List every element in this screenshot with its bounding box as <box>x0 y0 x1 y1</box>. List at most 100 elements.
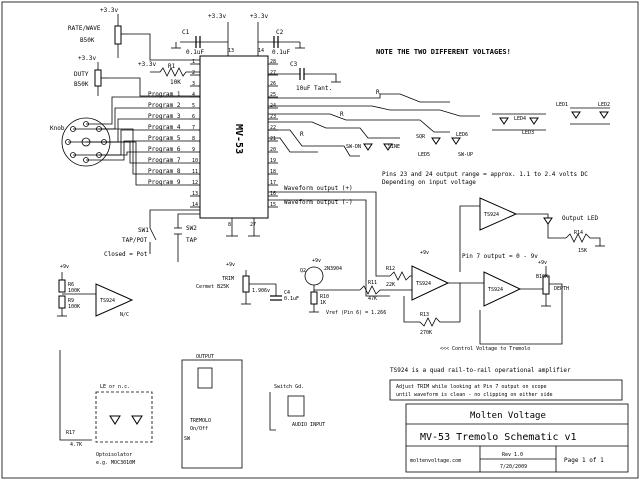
r13-value: 270K <box>420 330 432 336</box>
ic-right-pin-number: 28 <box>270 59 276 65</box>
le-label: LE or n.c. <box>100 384 130 390</box>
ic-bottom-pin-a: 8 <box>228 222 231 228</box>
led-sqr: SQR LED6 LED5 SW-UP <box>416 132 473 158</box>
switch-sw1: SW1 TAP/POT Closed = Pot <box>104 209 200 258</box>
trim-v9-label: +9v <box>226 262 235 268</box>
led-bank-mid: LED4 LED3 <box>492 113 546 136</box>
ic-left-pin: 10 Program 7 <box>148 157 200 164</box>
ic-top-pin-a: 13 <box>228 48 234 54</box>
ic-right-pin: 20 <box>268 147 278 153</box>
output-jack-label: OUTPUT <box>196 354 214 360</box>
opamp-depth-stage: TS924 +9v B10K DEPTH <<< Control Voltage… <box>440 260 569 352</box>
ic-left-pin-number: 8 <box>192 136 195 142</box>
led4-label: LED4 <box>514 116 526 122</box>
ic-left-pin-number: 12 <box>192 180 198 186</box>
r12-label: R12 <box>386 266 395 272</box>
ic-right-pin: 16 <box>268 191 278 197</box>
opamp-top-name: TS924 <box>484 212 499 218</box>
program-label: Program 8 <box>148 168 181 175</box>
r13-label: R13 <box>420 312 429 318</box>
sw2-function: TAP <box>186 237 197 244</box>
led2-label: LED2 <box>598 102 610 108</box>
ic-right-pin-number: 16 <box>270 191 276 197</box>
ic-left-pin-number: 4 <box>192 92 195 98</box>
nc-v9-label: +9v <box>60 264 69 270</box>
pin7-note: Pin 7 output = 0 - 9v <box>462 253 538 260</box>
opamp-depth-name: TS924 <box>488 287 503 293</box>
r10-label: R10 <box>320 294 329 300</box>
opto-label: Optoisolator <box>96 452 132 458</box>
opamp-led-driver: TS924 Output LED R14 15K <box>459 197 605 272</box>
rate-pot-value: B50K <box>80 37 95 44</box>
ic-right-pin-number: 27 <box>270 70 276 76</box>
led-bank-right: LED1 LED2 <box>556 102 610 125</box>
tremolo-label: TREMOLO <box>190 418 211 424</box>
r11-label: R11 <box>368 280 377 286</box>
adjust-line2: until waveform is clean - no clipping on… <box>396 392 553 398</box>
r6-value: 100K <box>68 288 80 294</box>
program-label: Program 7 <box>148 157 181 164</box>
q2-transistor <box>304 266 324 286</box>
ic-right-pin-number: 20 <box>270 147 276 153</box>
ic-left-pin: 1 <box>190 59 200 65</box>
program-label: Program 1 <box>148 91 181 98</box>
ic-right-pin: 23 <box>268 114 278 120</box>
rate-wave-label: RATE/WAVE <box>68 25 101 32</box>
r14-label: R14 <box>574 230 583 236</box>
nc-label: N/C <box>120 312 129 318</box>
ic-left-pin-number: 1 <box>192 59 195 65</box>
ic-left-pin-number: 10 <box>192 158 198 164</box>
ic-left-pin-number: 7 <box>192 125 195 131</box>
on-off-label: On/Off <box>190 426 208 432</box>
q2-label: Q2 <box>300 268 306 274</box>
program-wire <box>86 96 190 125</box>
ic-left-pin-number: 9 <box>192 147 195 153</box>
ic-right-pin: 27 <box>268 70 278 76</box>
program-label: Program 6 <box>148 146 181 153</box>
r-group-label-b: R <box>340 111 344 118</box>
r14-value: 15K <box>578 248 587 254</box>
r9-value: 100K <box>68 304 80 310</box>
sw1-function: TAP/POT <box>122 237 148 244</box>
ic-left-pin-number: 3 <box>192 81 195 87</box>
r-group-label-a: R <box>376 89 380 96</box>
opamp-mid-name: TS924 <box>416 281 431 287</box>
duty-pot: +3.3v DUTY B50K <box>74 55 108 96</box>
r1-label: R1 <box>168 63 176 70</box>
led1-label: LED1 <box>556 102 568 108</box>
trim-label: TRIM <box>222 276 234 282</box>
c3-value: 10uF Tant. <box>296 85 332 92</box>
c3-label: C3 <box>290 61 298 68</box>
c1-value: 0.1uF <box>186 49 204 56</box>
ic-body <box>199 55 269 219</box>
r10-value: 1K <box>320 300 326 306</box>
sw2-label: SW2 <box>186 225 197 232</box>
duty-label: DUTY <box>74 71 89 78</box>
c1-label: C1 <box>182 29 190 36</box>
program-wire <box>86 141 190 186</box>
ic-right-pin: 21 <box>268 136 278 142</box>
c2-label: C2 <box>276 29 284 36</box>
ic-left-pin-number: 6 <box>192 114 195 120</box>
ic-left-pin: 2 <box>190 70 200 76</box>
ic-bottom-pin-b: 27 <box>250 222 256 228</box>
pins-note-line2: Depending on input voltage <box>382 179 476 186</box>
duty-pot-value: B50K <box>74 81 89 88</box>
sw-up-label: SW-UP <box>458 152 473 158</box>
audio-input-label: AUDIO INPUT <box>292 422 325 428</box>
rate-v33-label: +3.3v <box>100 7 118 14</box>
r6-label: R6 <box>68 282 74 288</box>
switch-gnd-label: Switch Gd. <box>274 384 304 390</box>
title-company: Molten Voltage <box>470 411 546 421</box>
ic-right-pin: 15 <box>268 202 278 208</box>
c4-value: 0.1uF <box>284 296 299 302</box>
program-label: Program 5 <box>148 135 181 142</box>
r17-value: 4.7K <box>70 442 82 448</box>
title-name: MV-53 Tremolo Schematic v1 <box>420 432 577 443</box>
pins-note-line1: Pins 23 and 24 output range = approx. 1.… <box>382 171 588 178</box>
ic-right-pin-number: 17 <box>270 180 276 186</box>
